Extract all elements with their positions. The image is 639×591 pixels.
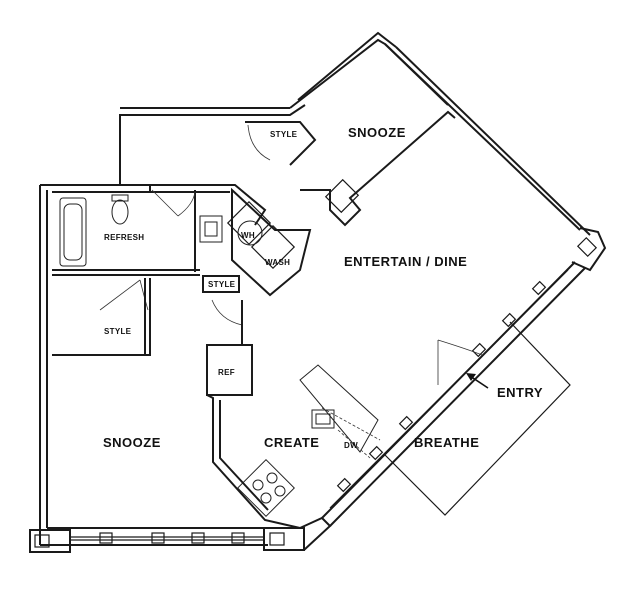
room-label-refresh: REFRESH [104,233,144,242]
style-closet-mid [202,275,240,293]
bottom-column [263,527,305,551]
interior-walls [52,110,456,529]
exterior-walls [29,31,607,553]
room-label-create: CREATE [264,435,319,450]
room-label-style-left: STYLE [104,327,132,336]
balcony-outline [384,321,571,516]
arrow-icon [466,373,489,389]
room-label-ref: REF [218,368,235,377]
vanity [199,215,223,243]
room-label-dw: DW [344,441,358,450]
room-label-snooze-bottom: SNOOZE [103,435,161,450]
room-label-entry: ENTRY [497,385,543,400]
bathtub [59,197,87,267]
room-label-style-mid: STYLE [208,280,236,289]
bathroom-fixtures [59,194,263,267]
toilet [111,199,129,225]
room-label-wh: WH [241,231,255,240]
room-label-style-top: STYLE [270,130,298,139]
room-label-snooze-top: SNOOZE [348,125,406,140]
kitchen-fixtures [237,360,335,517]
room-label-wash: WASH [265,258,290,267]
water-heater [237,220,263,246]
room-label-breathe: BREATHE [414,435,479,450]
room-labels: SNOOZE STYLE ENTERTAIN / DINE REFRESH WH… [103,125,543,450]
room-label-entertain-dine: ENTERTAIN / DINE [344,254,467,269]
bottom-left-column [29,529,71,553]
kitchen-sink [311,409,335,429]
entry-door[interactable] [437,339,483,385]
stove [237,459,295,517]
